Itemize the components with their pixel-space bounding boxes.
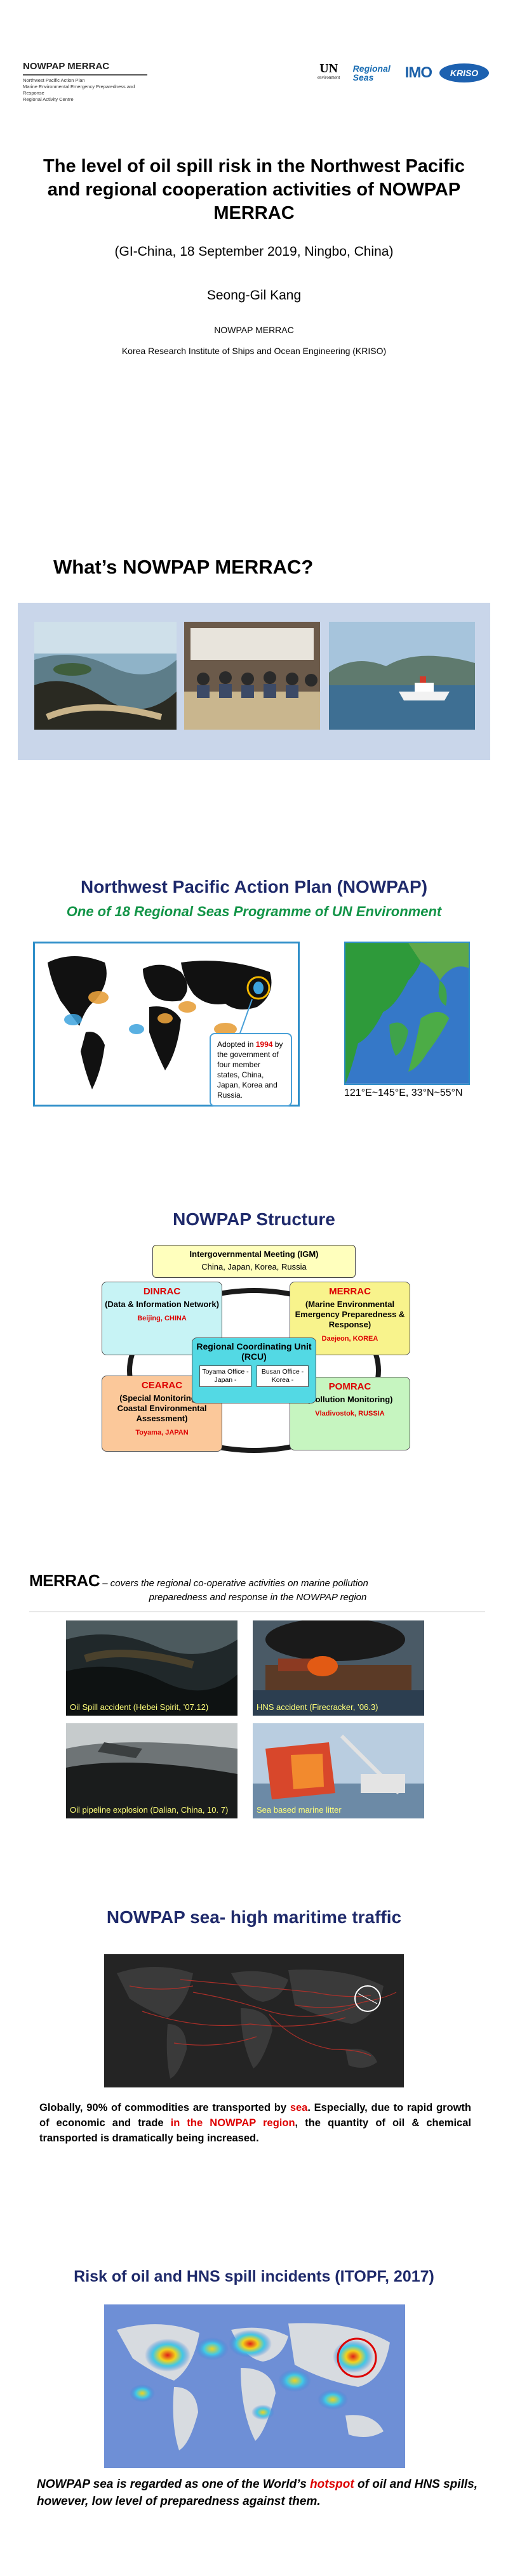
region-coordinates: 121°E~145°E, 33°N~55°N — [344, 1088, 463, 1098]
header-brand: NOWPAP MERRAC — [23, 61, 110, 72]
slide-title: What’s NOWPAP MERRAC? — [53, 556, 314, 578]
rcu-box: Regional Coordinating Unit (RCU) Toyama … — [192, 1337, 316, 1403]
nowpap-structure-slide: NOWPAP Structure Intergovernmental Meeti… — [0, 1199, 508, 1472]
igm-box: Intergovernmental Meeting (IGM) China, J… — [152, 1245, 356, 1278]
title-slide: NOWPAP MERRAC Northwest Pacific Action P… — [0, 0, 508, 431]
structure-ring — [127, 1288, 381, 1453]
affiliation-merrac: NOWPAP MERRAC — [214, 325, 294, 335]
maritime-traffic-slide: NOWPAP sea- high maritime traffic — [0, 1897, 508, 2151]
nowpap-slide: Northwest Pacific Action Plan (NOWPAP) O… — [0, 869, 508, 1110]
merrac-activities-slide: MERRAC – covers the regional co-operativ… — [0, 1561, 508, 1818]
firecracker-hns-photo: HNS accident (Firecracker, ’06.3) — [253, 1620, 424, 1716]
photo-caption: Oil Spill accident (Hebei Spirit, ’07.12… — [70, 1702, 209, 1712]
merrac-keyword: MERRAC — [29, 1571, 100, 1590]
photo-caption: Sea based marine litter — [257, 1805, 342, 1815]
slide-title: NOWPAP sea- high maritime traffic — [106, 1907, 402, 1927]
slide-subtitle: One of 18 Regional Seas Programme of UN … — [66, 904, 442, 919]
busan-office: Busan Office - Korea - — [257, 1365, 309, 1387]
oil-spill-coast-photo — [34, 622, 177, 730]
photo-caption: Oil pipeline explosion (Dalian, China, 1… — [70, 1805, 229, 1815]
meeting-photo — [184, 622, 320, 730]
what-is-merrac-slide: What’s NOWPAP MERRAC? — [0, 546, 508, 774]
toyama-office: Toyama Office - Japan - — [199, 1365, 251, 1387]
nowpap-region-map — [344, 942, 470, 1085]
presentation-title: The level of oil spill risk in the North… — [43, 156, 465, 223]
slide-title: NOWPAP Structure — [173, 1209, 335, 1229]
spill-incident-heatmap — [104, 2304, 405, 2468]
marine-litter-photo: Sea based marine litter — [253, 1723, 424, 1818]
photo-caption: HNS accident (Firecracker, ’06.3) — [257, 1702, 378, 1712]
imo-logo: IMO — [404, 64, 432, 81]
traffic-description: Globally, 90% of commodities are transpo… — [39, 2102, 472, 2144]
pomrac-box: POMRAC (Pollution Monitoring) Vladivosto… — [290, 1377, 410, 1450]
slide-heading: MERRAC – covers the regional co-operativ… — [29, 1571, 368, 1603]
event-info: (GI-China, 18 September 2019, Ningbo, Ch… — [114, 244, 394, 259]
photo-strip — [18, 603, 490, 760]
affiliation-kriso: Korea Research Institute of Ships and Oc… — [121, 346, 387, 356]
spill-risk-slide: Risk of oil and HNS spill incidents (ITO… — [0, 2259, 508, 2563]
slide-title: Risk of oil and HNS spill incidents (ITO… — [74, 2268, 434, 2285]
dalian-pipeline-photo: Oil pipeline explosion (Dalian, China, 1… — [66, 1723, 237, 1818]
author-name: Seong-Gil Kang — [206, 288, 302, 303]
response-vessel-photo — [329, 622, 475, 730]
shipping-traffic-map — [104, 1954, 404, 2087]
regional-seas-world-map — [33, 942, 300, 1107]
risk-description: NOWPAP sea is regarded as one of the Wor… — [37, 2478, 478, 2508]
header-subtitle-2: Marine Environmental Emergency Preparedn… — [23, 84, 135, 96]
regional-seas-logo: Regional Seas — [352, 63, 391, 82]
header-rule — [23, 74, 147, 76]
slide-title: Northwest Pacific Action Plan (NOWPAP) — [80, 877, 428, 897]
header-subtitle-1: Northwest Pacific Action Plan — [23, 77, 85, 83]
header-subtitle-3: Regional Activity Centre — [23, 96, 74, 102]
merrac-header-logo: NOWPAP MERRAC Northwest Pacific Action P… — [23, 61, 147, 103]
kriso-logo: KRISO — [439, 63, 489, 82]
partner-logos: UN environment Regional Seas IMO KRISO — [312, 62, 489, 84]
adoption-callout: Adopted in 1994 by the government of fou… — [210, 1033, 292, 1107]
hebei-spirit-photo: Oil Spill accident (Hebei Spirit, ’07.12… — [66, 1620, 237, 1716]
un-environment-logo: UN environment — [317, 62, 340, 80]
